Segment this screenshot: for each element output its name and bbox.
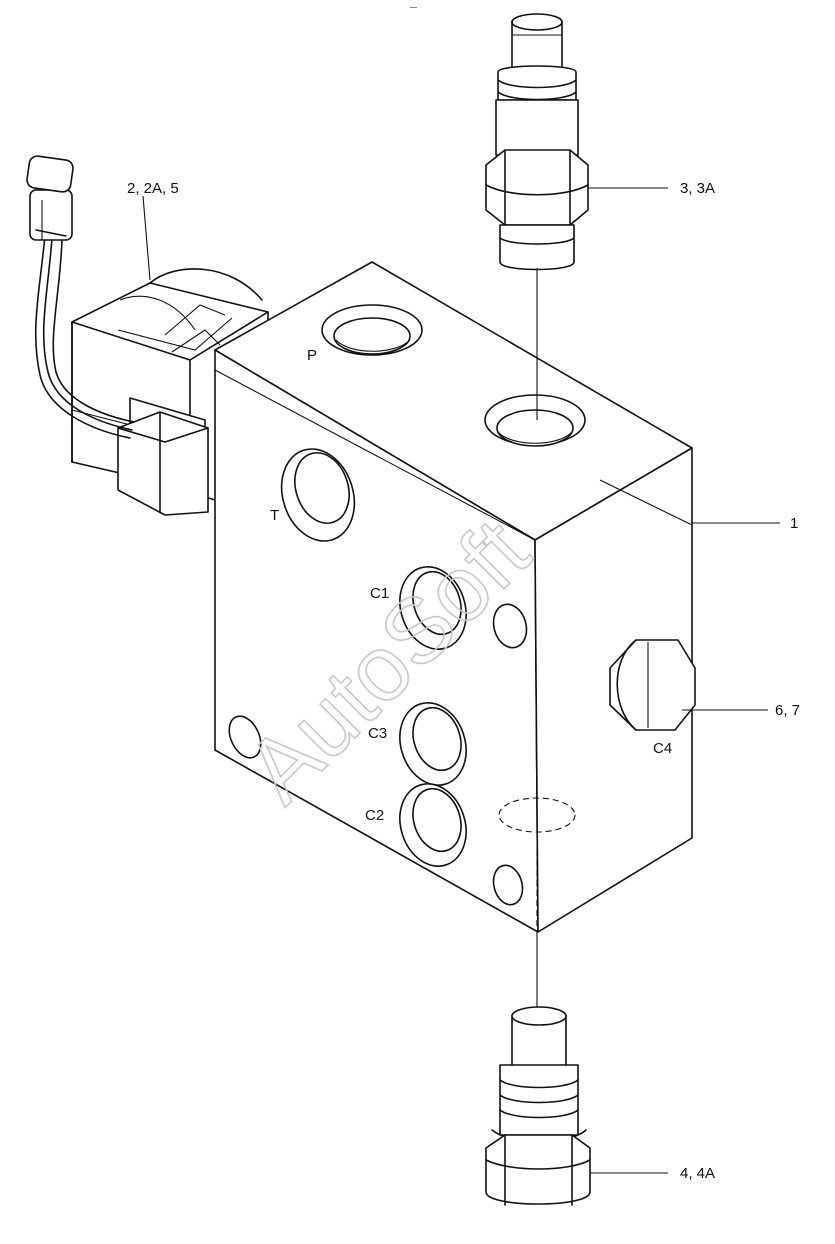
callout-3-3a: 3, 3A [680,180,715,197]
hidden-bottom-port [498,797,576,833]
header-mark: — [410,4,417,11]
connector-plug [117,397,209,516]
fitting-4 [485,1006,591,1206]
port-c1 [399,566,467,650]
callout-2-2a-5: 2, 2A, 5 [127,180,179,197]
label-port-p: P [307,347,317,364]
callout-6-7: 6, 7 [775,702,800,719]
small-hole-3 [492,864,524,906]
fitting-3 [485,13,589,271]
port-t [280,448,356,542]
port-c2 [399,783,467,867]
plug-c4 [609,639,696,731]
label-port-c4: C4 [653,740,672,757]
label-port-t: T [270,507,279,524]
callout-4-4a: 4, 4A [680,1165,715,1182]
leader-2 [142,195,151,281]
port-top-item3 [484,394,586,447]
wire-harness [26,155,135,439]
small-hole-2 [228,715,262,759]
port-p [321,304,423,356]
small-hole-1 [492,603,528,649]
label-port-c1: C1 [370,585,389,602]
callout-1: 1 [790,515,798,532]
label-port-c2: C2 [365,807,384,824]
label-port-c3: C3 [368,725,387,742]
port-c3 [399,702,467,786]
